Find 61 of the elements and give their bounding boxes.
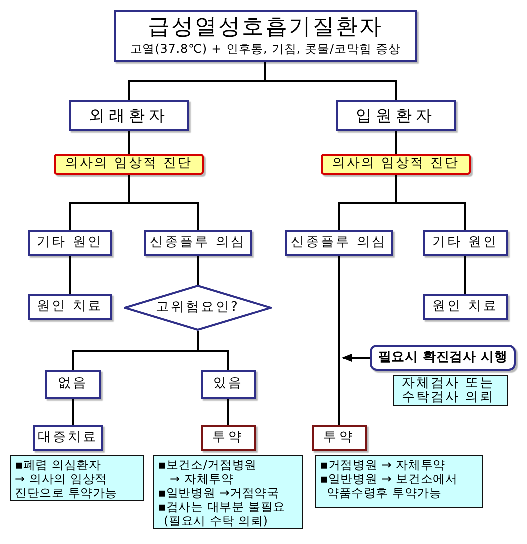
connector-line: [464, 256, 466, 294]
box-label: 없음: [58, 377, 88, 392]
symptom-text: 고열(37.8℃) + 인후통, 기침, 콧물/코막힘 증상: [130, 42, 401, 58]
box-label: 투약: [324, 430, 356, 446]
box-label: 필요시 확진검사 시행: [378, 350, 508, 366]
diagnosis-box: [54, 154, 204, 175]
box-label: 기타 원인: [432, 236, 499, 250]
box-label: 의사의 임상적 진단: [65, 157, 193, 172]
connector-line: [197, 331, 230, 370]
process-box: [423, 294, 508, 320]
note-box: [10, 455, 144, 501]
box-label: 입원환자: [356, 106, 436, 126]
box-label: 대증치료: [38, 430, 98, 446]
note-box: [315, 455, 483, 508]
process-box: [423, 230, 508, 256]
connector-line: [338, 256, 340, 425]
process-box: [28, 230, 112, 256]
note-text: ▪거점병원 → 자체투약: [320, 458, 446, 472]
box-label: 신종플루 의심: [290, 236, 388, 250]
box-label: 신종플루 의심: [150, 236, 246, 250]
decision-diamond: [124, 285, 272, 331]
note-text: → 의사의 임상적 진단으로 투약가능: [15, 472, 119, 500]
patient-type-box: [336, 100, 456, 131]
note-text: ▪검사는 대부분 불필요 (필요시 수탁 의뢰): [158, 500, 286, 528]
box-label: 있음: [214, 377, 244, 392]
process-box: [28, 294, 112, 320]
decision-label: 고위험요인?: [156, 300, 240, 316]
process-box: [285, 230, 393, 256]
box-label: 외래환자: [89, 106, 169, 126]
process-box: [45, 370, 101, 399]
title-box: [114, 10, 417, 62]
note-box: [153, 455, 303, 529]
connector-line: [69, 256, 71, 294]
connector-line: [197, 256, 199, 285]
process-box: [33, 425, 103, 451]
arrow: [342, 354, 370, 362]
note-text: → 자체투약: [169, 472, 235, 486]
process-box: [144, 230, 252, 256]
title-text: 급성열성호흡기질환자: [148, 14, 383, 42]
box-label: 기타 원인: [36, 236, 104, 250]
note-text: ▪폐렴 의심환자: [15, 458, 102, 472]
medication-box: [201, 425, 256, 451]
test-callout-box: [370, 345, 516, 371]
box-label: 투약: [212, 430, 244, 446]
connector-line: [228, 399, 230, 425]
process-box: [201, 370, 256, 399]
note-text: ▪일반병원 → 보건소에서 약품수령후 투약가능: [320, 472, 459, 500]
box-label: 원인 치료: [36, 300, 104, 314]
connector-line: [72, 399, 74, 425]
test-info-box: [393, 375, 508, 406]
patient-type-box: [69, 100, 189, 131]
box-label: 의사의 임상적 진단: [332, 157, 460, 172]
note-text: 자체검사 또는 수탁검사 의뢰: [402, 376, 496, 404]
connector-line: [395, 131, 397, 154]
diagnosis-box: [321, 154, 471, 175]
connector-line: [128, 131, 130, 154]
note-text: ▪일반병원 →거점약국: [158, 486, 280, 500]
note-text: ▪보건소/거점병원: [158, 458, 258, 472]
medication-box: [312, 425, 367, 451]
box-label: 원인 치료: [432, 300, 499, 314]
connector-line: [395, 175, 466, 230]
